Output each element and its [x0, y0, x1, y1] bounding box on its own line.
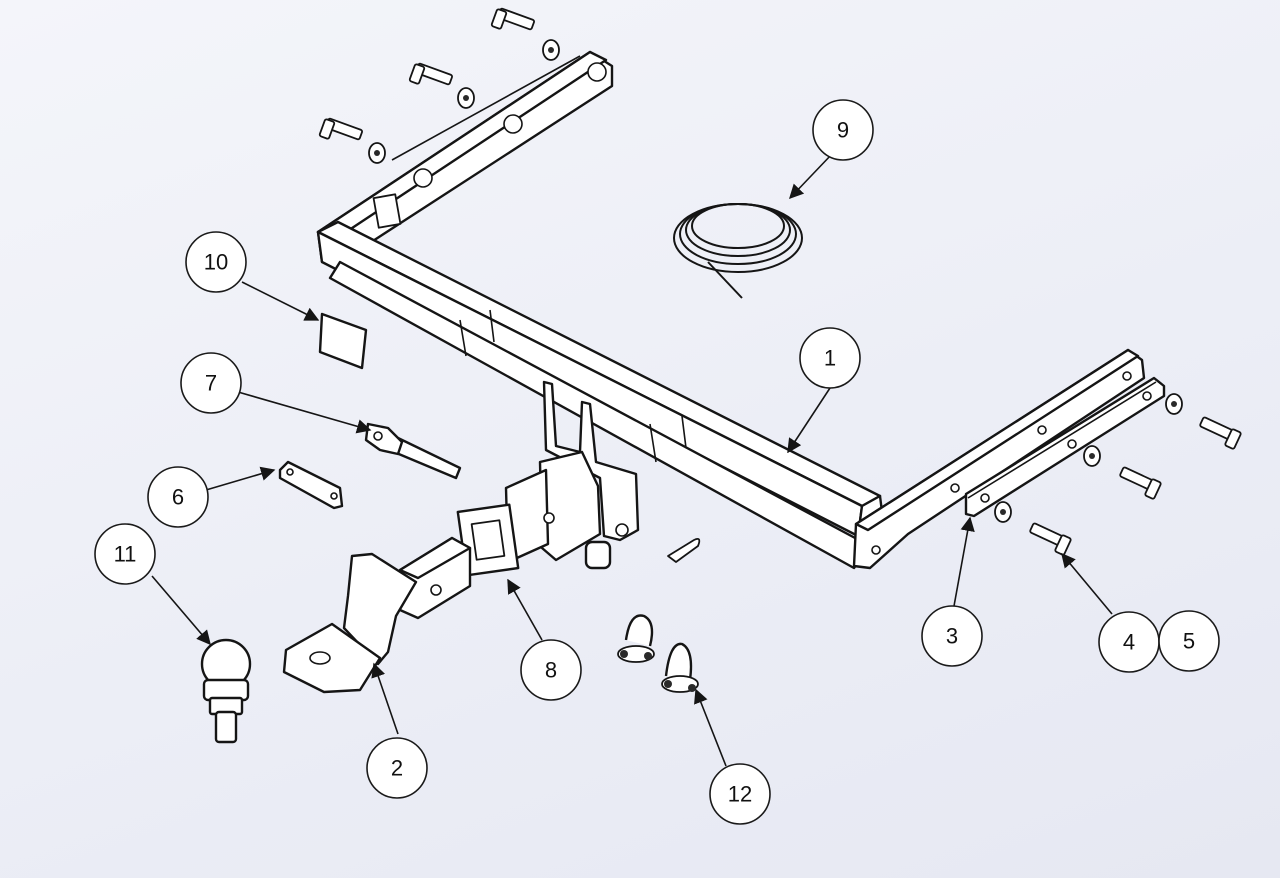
callout-6: 6 — [147, 466, 209, 528]
callout-12: 12 — [709, 763, 771, 825]
hitch-pin-clip — [667, 537, 701, 563]
label-plate — [318, 312, 368, 370]
receiver-hitch — [456, 380, 701, 577]
callout-6-label: 6 — [172, 485, 184, 510]
shackle — [617, 614, 655, 663]
right-clamp-plate — [964, 376, 1166, 518]
callout-3-label: 3 — [946, 624, 958, 649]
callout-9-label: 9 — [837, 118, 849, 143]
callout-7-label: 7 — [205, 371, 217, 396]
tow-ball — [200, 638, 252, 744]
callout-11-label: 11 — [114, 542, 137, 567]
bolt — [408, 62, 453, 86]
callout-2: 2 — [366, 737, 428, 799]
callout-1-label: 1 — [824, 346, 836, 371]
callout-1: 1 — [799, 327, 861, 389]
callout-7: 7 — [180, 352, 242, 414]
callout-5-label: 5 — [1183, 629, 1195, 654]
callout-8: 8 — [520, 639, 582, 701]
drawbar — [282, 536, 472, 694]
shackles — [617, 614, 699, 693]
bolt — [318, 117, 363, 141]
bolt — [1029, 522, 1072, 556]
hitch-pin-plate — [278, 460, 344, 510]
callout-8-label: 8 — [545, 658, 557, 683]
callout-5: 5 — [1158, 610, 1220, 672]
bolt — [1119, 466, 1162, 500]
callout-10: 10 — [185, 231, 247, 293]
callout-10-label: 10 — [204, 250, 228, 275]
shackle — [661, 642, 699, 693]
callout-2-label: 2 — [391, 756, 403, 781]
main-cross-beam — [316, 220, 886, 570]
left-side-bracket — [316, 50, 614, 264]
callout-3: 3 — [921, 605, 983, 667]
bolt — [490, 7, 535, 31]
leader-lines — [151, 153, 1113, 767]
callout-4: 4 — [1098, 611, 1160, 673]
wire-coil — [673, 203, 803, 299]
bolt — [1199, 416, 1242, 450]
right-side-bracket — [852, 348, 1146, 570]
right-bracket-bolts — [994, 393, 1242, 556]
left-bracket-bolts — [318, 7, 560, 164]
callout-9: 9 — [812, 99, 874, 161]
callout-11: 11 — [94, 523, 156, 585]
callout-4-label: 4 — [1123, 630, 1135, 655]
hitch-pin — [364, 422, 462, 480]
callout-12-label: 12 — [728, 782, 752, 807]
